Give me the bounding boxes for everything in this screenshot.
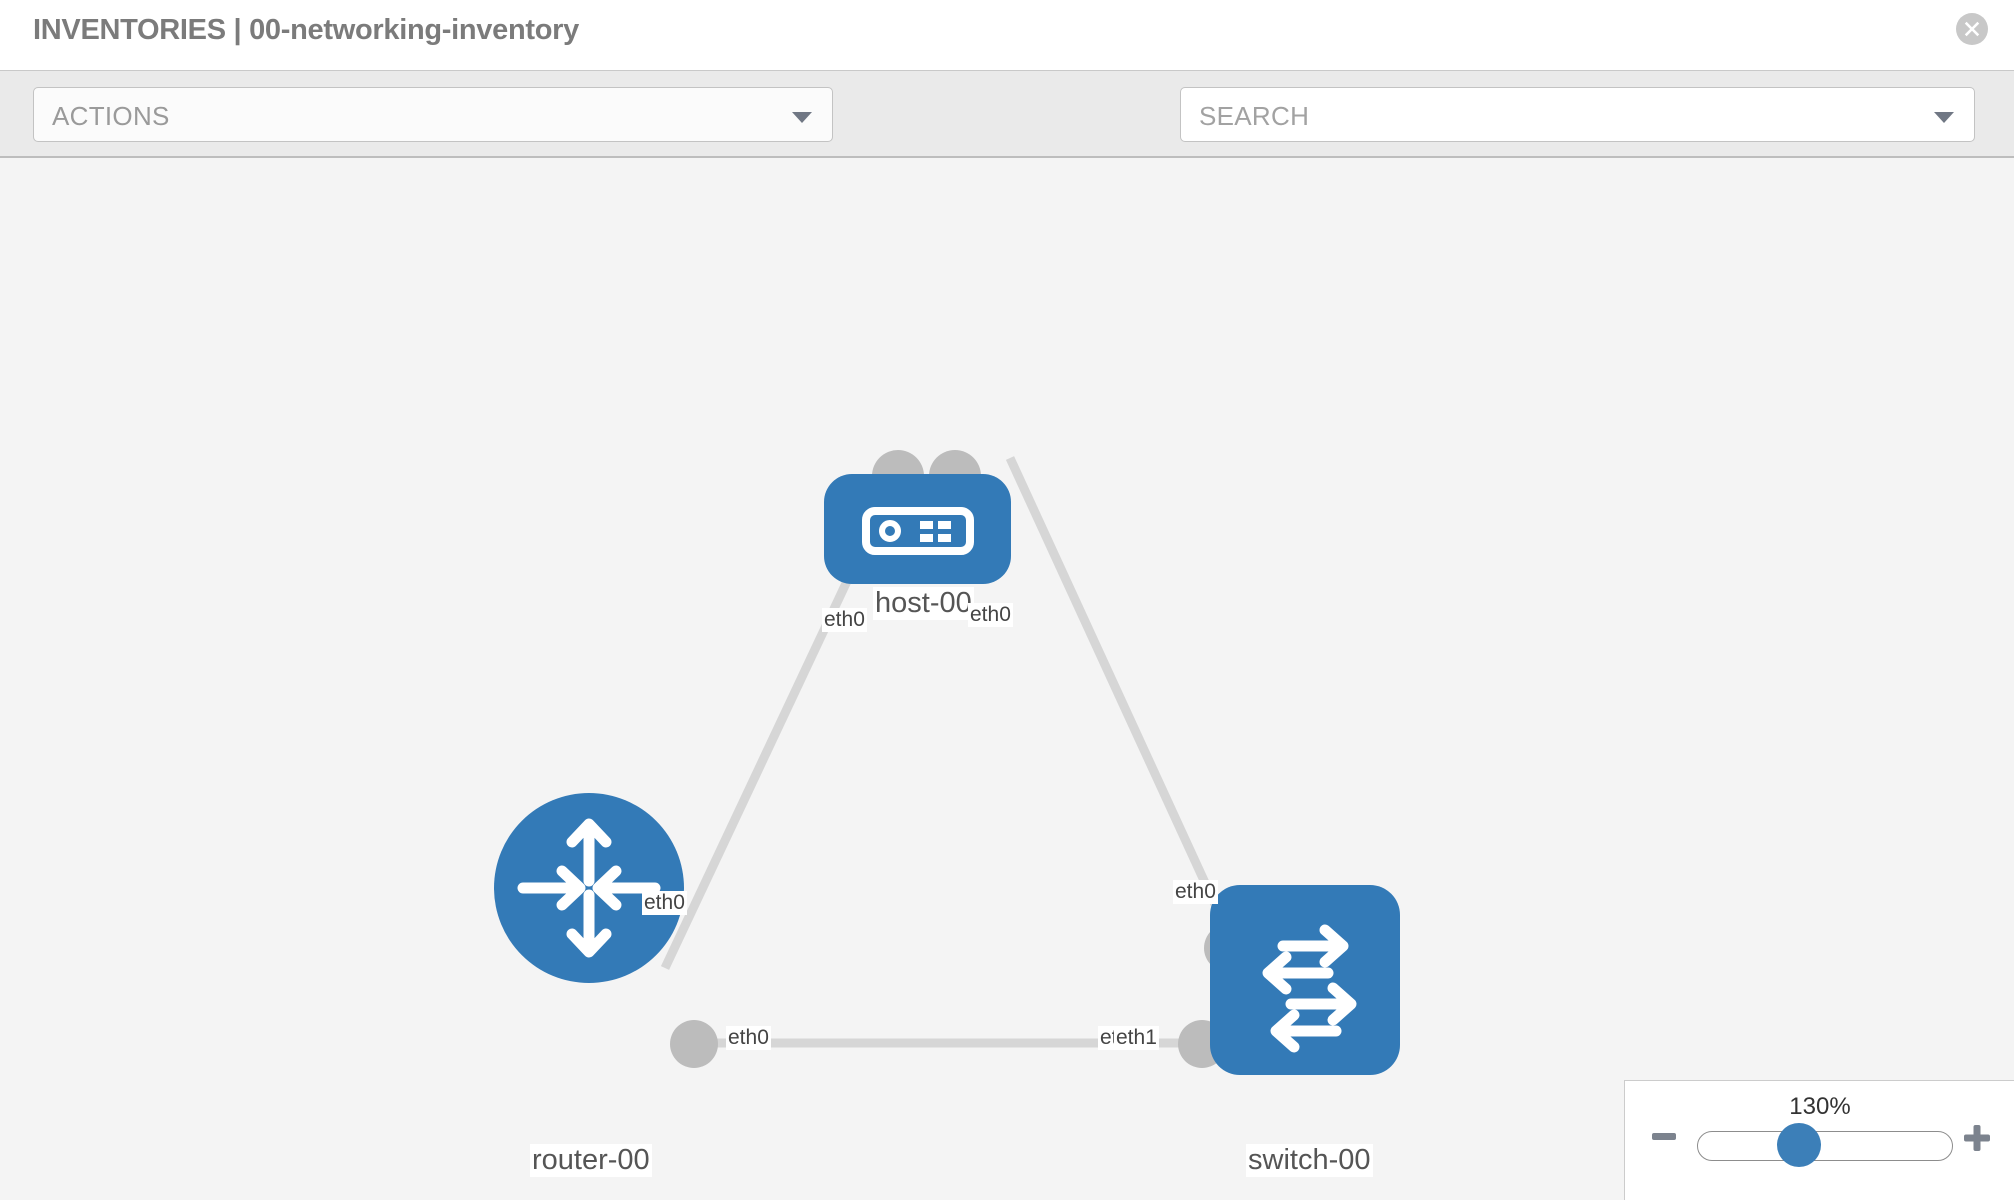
router-arrows-icon <box>517 818 661 958</box>
port-label-router00-eth0-mid: eth0 <box>726 1026 771 1050</box>
topology-graph <box>494 450 1400 1075</box>
node-host-00[interactable] <box>824 474 1011 584</box>
port-label-host00-eth0-left: eth0 <box>822 608 867 632</box>
toolbar: ACTIONS SEARCH <box>0 70 2014 198</box>
node-router-00-shape[interactable] <box>494 793 684 983</box>
search-placeholder: SEARCH <box>1199 101 1310 131</box>
zoom-out-button[interactable] <box>1651 1123 1677 1154</box>
actions-dropdown[interactable]: ACTIONS <box>33 87 833 142</box>
zoom-control-panel: 130% <box>1624 1080 2014 1200</box>
node-label-switch-00: switch-00 <box>1246 1144 1373 1177</box>
page-header: INVENTORIES | 00-networking-inventory <box>0 0 2014 70</box>
plus-icon <box>1964 1125 1990 1151</box>
topology-canvas[interactable]: host-00 router-00 switch-00 eth0 eth0 et… <box>0 158 2014 1200</box>
minus-icon <box>1652 1133 1676 1140</box>
actions-dropdown-label: ACTIONS <box>52 101 170 131</box>
port-label-router00-eth0-up: eth0 <box>642 891 687 915</box>
node-host-00-shape[interactable] <box>824 474 1011 584</box>
chevron-down-icon <box>792 112 812 123</box>
socket-router00-eth0[interactable] <box>670 1020 718 1068</box>
zoom-slider-track[interactable] <box>1697 1131 1953 1161</box>
zoom-level-value: 130% <box>1789 1093 1851 1120</box>
node-label-router-00: router-00 <box>530 1144 652 1177</box>
server-icon <box>862 507 974 555</box>
search-input[interactable]: SEARCH <box>1180 87 1975 142</box>
close-button[interactable] <box>1956 13 1988 45</box>
page-title: INVENTORIES | 00-networking-inventory <box>33 14 579 46</box>
close-icon <box>1964 21 1980 37</box>
port-label-switch00-eth0-up: eth0 <box>1173 880 1218 904</box>
node-switch-00[interactable] <box>1210 885 1400 1075</box>
link-host00-switch00[interactable] <box>1005 456 1240 950</box>
node-label-host-00: host-00 <box>873 587 974 620</box>
port-label-host00-eth0-right: eth0 <box>968 603 1013 627</box>
node-switch-00-shape[interactable] <box>1210 885 1400 1075</box>
port-label-switch00-eth1: eth1 <box>1114 1026 1159 1050</box>
switch-arrows-icon <box>1262 924 1357 1053</box>
search-chevron-down-icon[interactable] <box>1934 112 1954 123</box>
zoom-in-button[interactable] <box>1962 1123 1992 1158</box>
node-router-00[interactable] <box>494 793 684 983</box>
zoom-slider-thumb[interactable] <box>1777 1123 1821 1167</box>
